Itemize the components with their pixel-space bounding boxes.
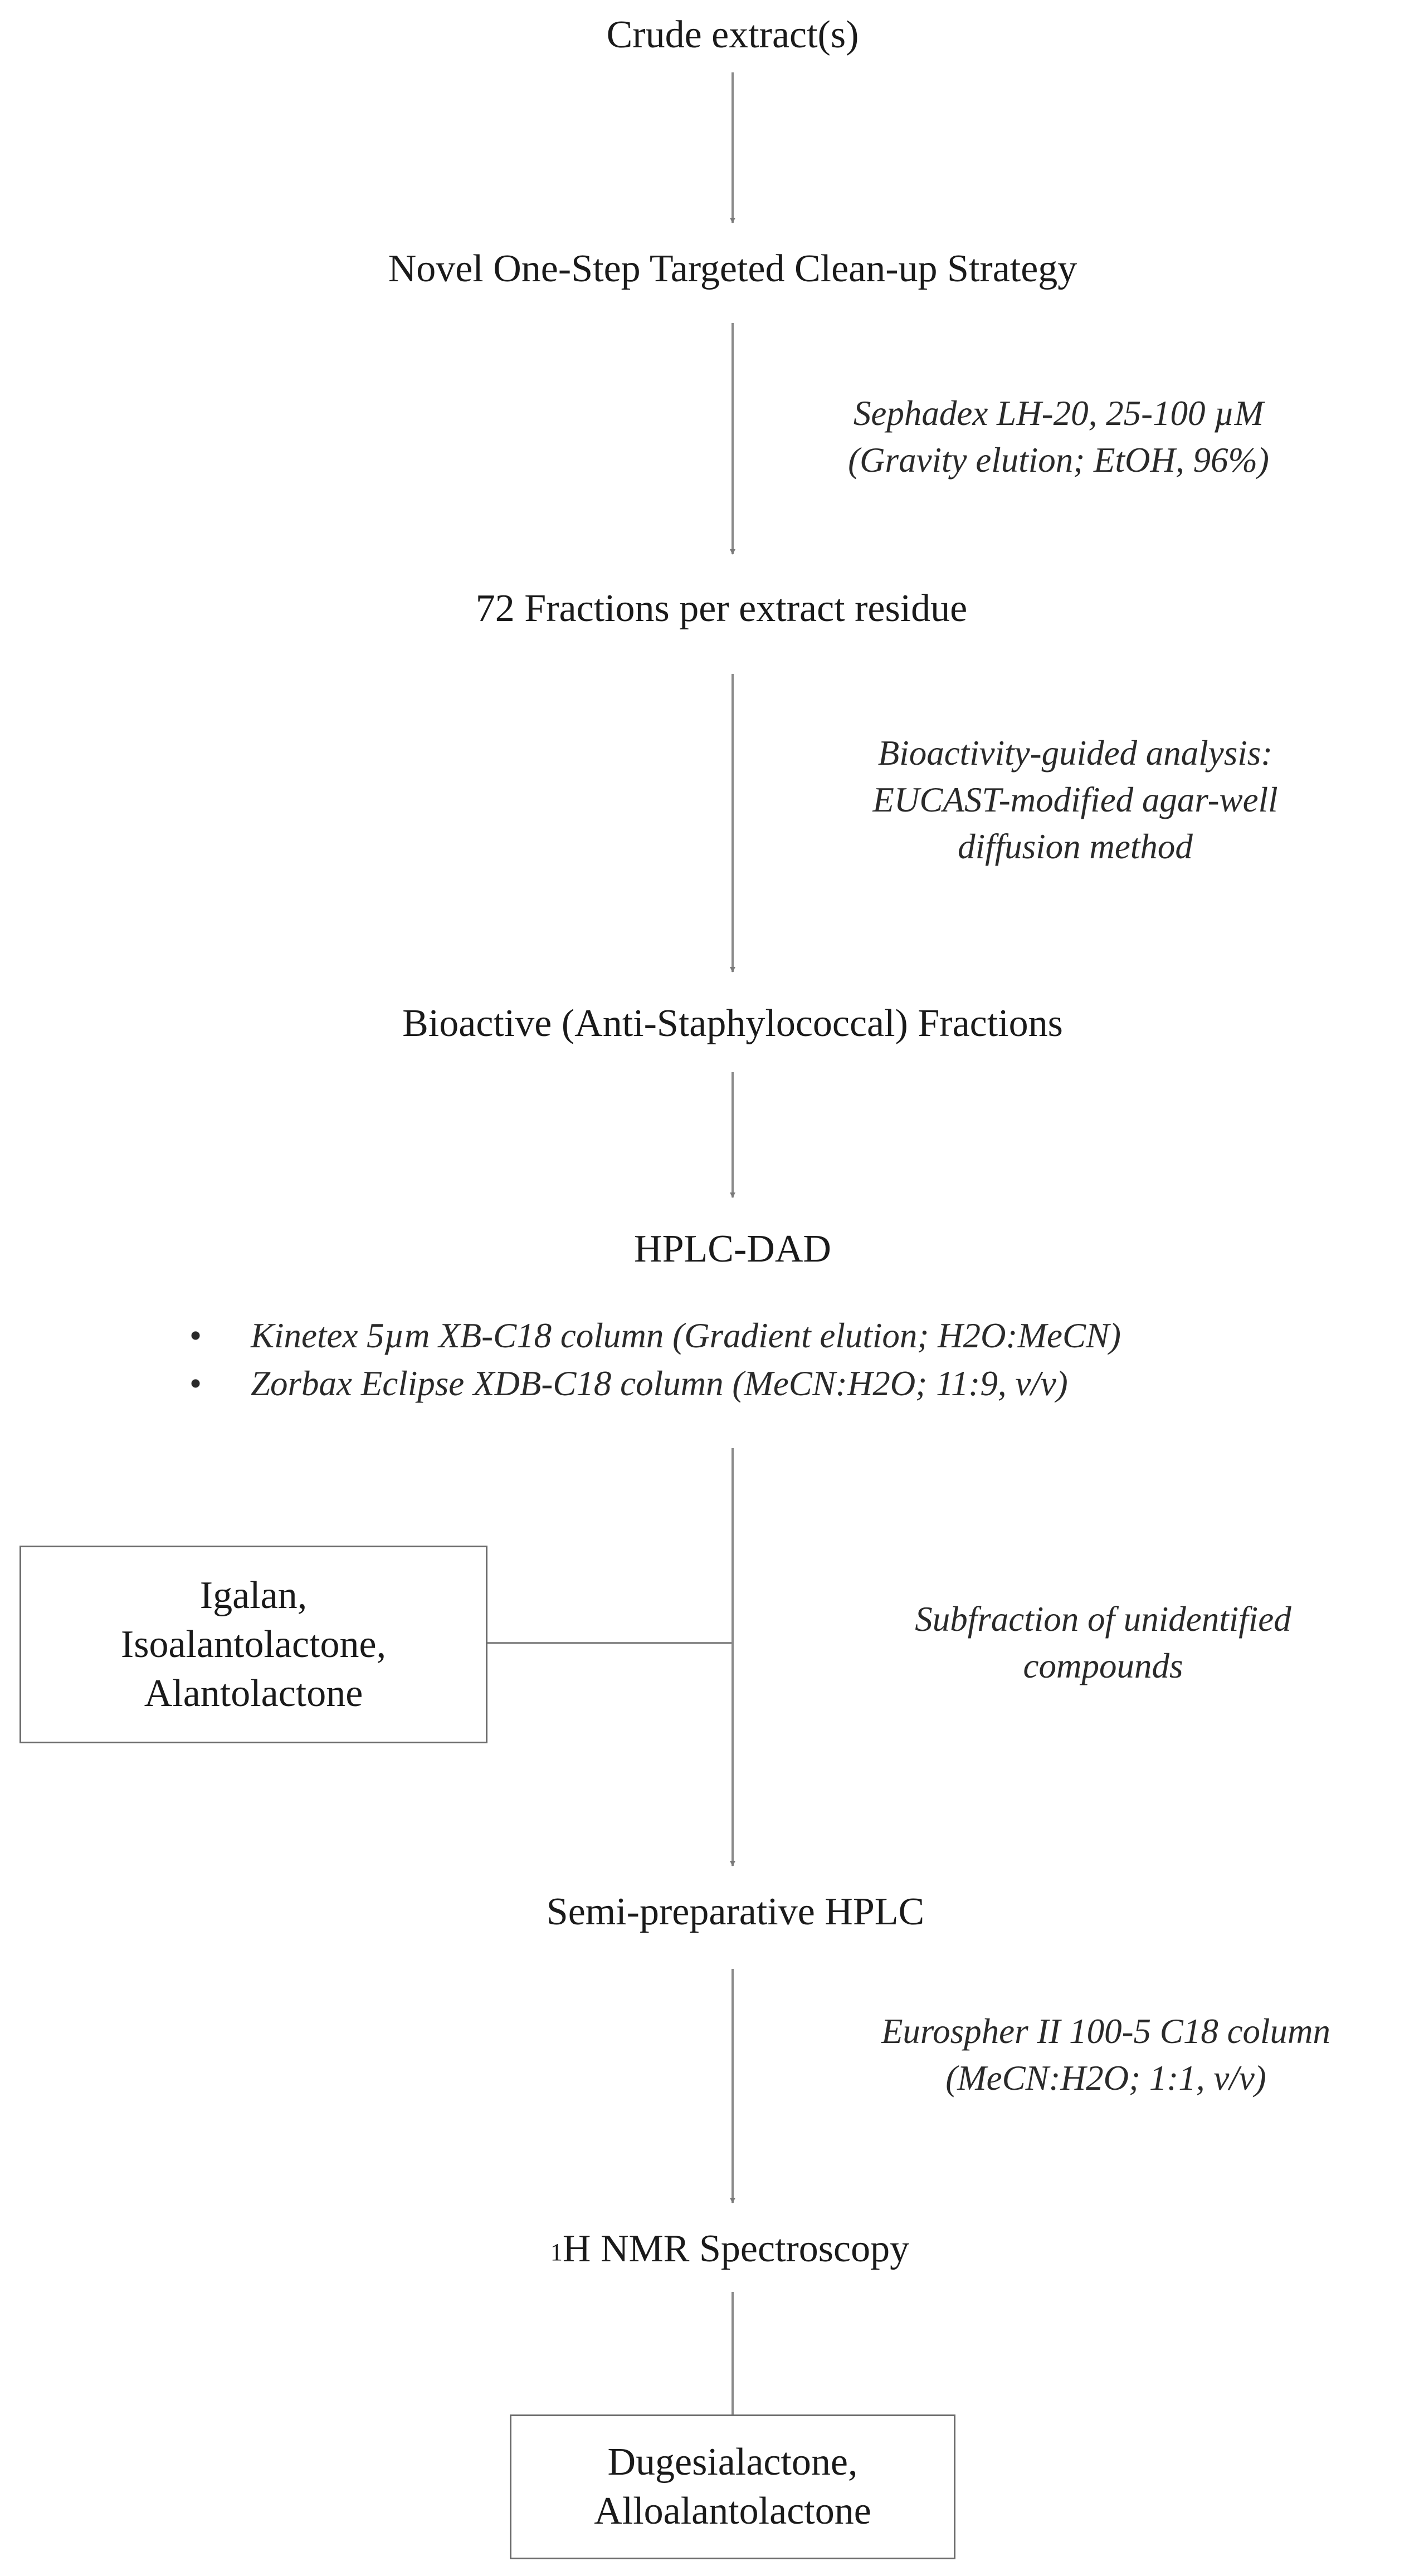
note-bioactivity-line: EUCAST-modified agar-well [872,780,1278,819]
compound-name: Dugesialactone, [607,2441,858,2484]
note-sephadex-line: (Gravity elution; EtOH, 96%) [848,441,1269,480]
note-eurospher-line: Eurospher II 100-5 C18 column [881,2012,1331,2051]
hplc-column-text: Kinetex 5µm XB-C18 column (Gradient elut… [251,1316,1121,1355]
note-subfraction-line: Subfraction of unidentified [915,1600,1291,1639]
nmr-label: H NMR Spectroscopy [562,2227,910,2270]
compound-name: Igalan, [199,1573,308,1617]
note-subfraction: Subfraction of unidentified compounds [915,1596,1291,1689]
bullet-marker: • [189,1316,202,1355]
hplc-column-list: • Kinetex 5µm XB-C18 column (Gradient el… [189,1312,1121,1407]
compound-name: Alantolactone [144,1671,363,1715]
step-hplc-dad: HPLC-DAD [634,1228,831,1270]
nmr-isotope-superscript: 1 [550,2238,563,2266]
hplc-column-item: • Zorbax Eclipse XDB-C18 column (MeCN:H2… [189,1360,1121,1407]
step-cleanup-strategy: Novel One-Step Targeted Clean-up Strateg… [388,247,1077,290]
note-subfraction-line: compounds [1023,1646,1183,1685]
note-sephadex-line: Sephadex LH-20, 25-100 µM [853,394,1264,433]
note-bioactivity-line: diffusion method [958,827,1193,866]
step-semipreparative-hplc: Semi-preparative HPLC [546,1890,925,1933]
compound-name: Alloalantolactone [594,2490,871,2533]
compound-name: Isoalantolactone, [120,1622,387,1666]
note-eurospher: Eurospher II 100-5 C18 column (MeCN:H2O;… [881,2008,1330,2101]
hplc-column-item: • Kinetex 5µm XB-C18 column (Gradient el… [189,1312,1121,1360]
note-sephadex: Sephadex LH-20, 25-100 µM (Gravity eluti… [848,390,1269,483]
step-crude-extract: Crude extract(s) [606,13,859,56]
note-bioactivity-line: Bioactivity-guided analysis: [877,734,1273,773]
bullet-marker: • [189,1364,202,1403]
identified-compounds-box: Igalan, Isoalantolactone, Alantolactone [19,1546,487,1743]
step-bioactive-fractions: Bioactive (Anti-Staphylococcal) Fraction… [402,1002,1063,1045]
identified-nmr-box: Dugesialactone, Alloalantolactone [510,2414,955,2559]
note-eurospher-line: (MeCN:H2O; 1:1, v/v) [945,2059,1266,2098]
step-nmr-spectroscopy: 1H NMR Spectroscopy [550,2225,909,2273]
note-bioactivity: Bioactivity-guided analysis: EUCAST-modi… [872,730,1277,870]
hplc-column-text: Zorbax Eclipse XDB-C18 column (MeCN:H2O;… [251,1364,1068,1403]
step-fractions: 72 Fractions per extract residue [475,587,968,630]
